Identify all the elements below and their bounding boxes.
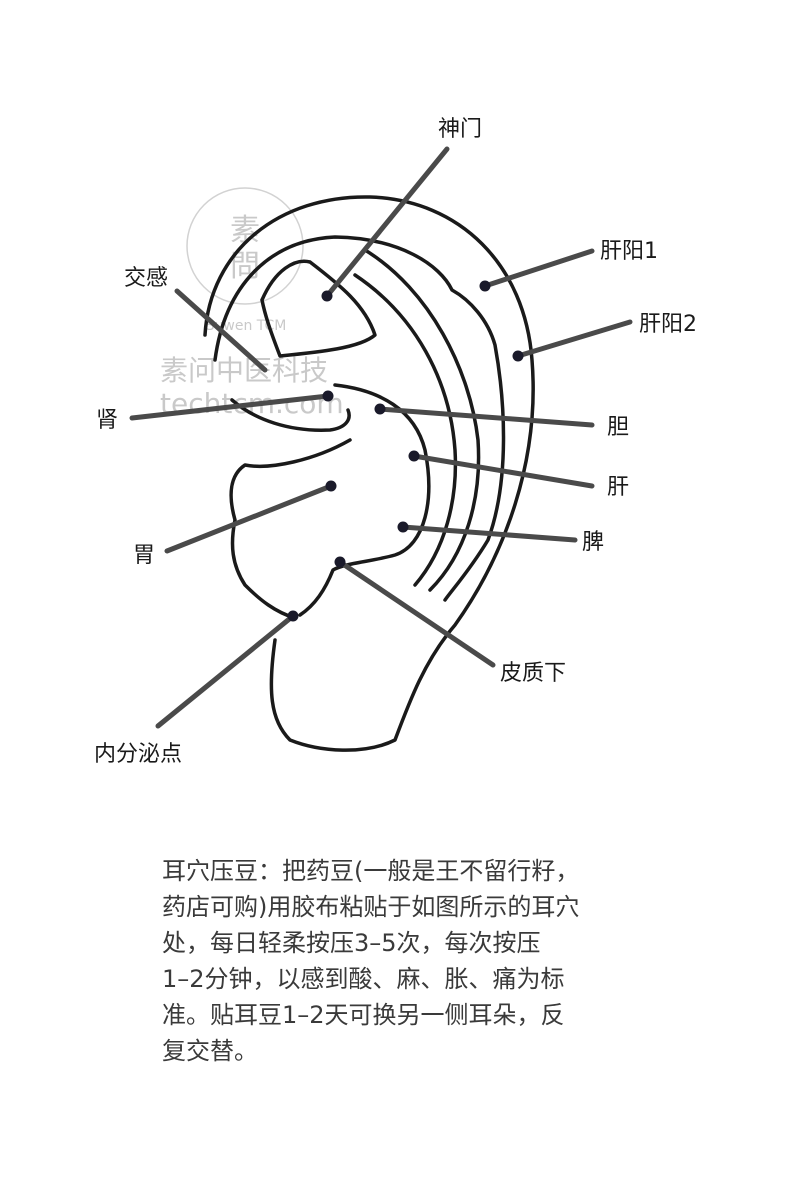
dot-ganyang2 [512,350,524,362]
dot-ganyang1 [479,280,491,292]
label-ganyang1: 肝阳1 [600,239,658,264]
leader-lines [129,146,633,729]
watermark: 素 問 Suwen TCM 素问中医科技 techtcm.com [160,187,344,420]
label-neifenmi: 内分泌点 [94,742,182,767]
label-dan: 胆 [607,415,629,440]
ear-helix-outer [203,195,535,752]
leader-gan [411,453,595,489]
leader-jiaogan [174,288,268,373]
leader-pi [400,524,578,543]
watermark-logo-circle [186,187,304,305]
dot-shen [322,390,334,402]
leader-dan [377,406,595,428]
ear-crus [230,398,351,432]
acupoint-dots [287,280,524,622]
instructions-line: 药店可购)用胶布粘贴于如图所示的耳穴 [162,893,580,921]
leader-neifenmi [155,613,296,729]
label-jiaogan: 交感 [124,266,168,291]
label-gan: 肝 [607,475,629,500]
leader-ganyang2 [515,319,633,359]
ear-triangular-fossa [260,259,377,358]
dot-shenmen [321,290,333,302]
label-wei: 胃 [133,543,155,568]
label-pi: 脾 [582,530,604,555]
leader-shenmen [324,146,450,299]
ear-antihelix-1 [363,248,481,592]
ear-tragus [229,438,352,620]
leader-ganyang1 [482,248,595,289]
instructions-line: 1–2分钟，以感到酸、麻、胀、痛为标 [162,965,565,993]
dot-pi [397,521,409,533]
instructions-line: 复交替。 [162,1037,258,1065]
instructions-paragraph: 耳穴压豆：把药豆(一般是王不留行籽， 药店可购)用胶布粘贴于如图所示的耳穴 处，… [162,853,642,1069]
leader-pizhixia [337,559,496,668]
label-shenmen: 神门 [438,117,482,142]
ear-helix-inner [213,235,506,602]
dot-wei [325,480,337,492]
dot-dan [374,403,386,415]
leader-wei [164,483,334,554]
instructions-line: 准。贴耳豆1–2天可换另一侧耳朵，反 [162,1001,565,1029]
dot-gan [408,450,420,462]
ear-acupoint-diagram: 素 問 Suwen TCM 素问中医科技 techtcm.com [94,117,697,767]
dot-pizhixia [334,556,346,568]
acupoint-labels: 神门 肝阳1 肝阳2 交感 肾 胆 肝 胃 脾 皮质下 内分泌点 [94,117,697,767]
leader-shen [129,393,331,421]
ear-outline [203,195,535,752]
instructions-line: 处，每日轻柔按压3–5次，每次按压 [162,929,541,957]
instructions-line: 耳穴压豆：把药豆(一般是王不留行籽， [162,857,580,885]
watermark-brand-cn: 素问中医科技 [160,354,328,387]
label-ganyang2: 肝阳2 [639,312,697,337]
label-pizhixia: 皮质下 [500,661,566,686]
label-shen: 肾 [96,408,118,433]
dot-neifenmi [287,610,299,622]
ear-antihelix-2 [353,273,458,587]
